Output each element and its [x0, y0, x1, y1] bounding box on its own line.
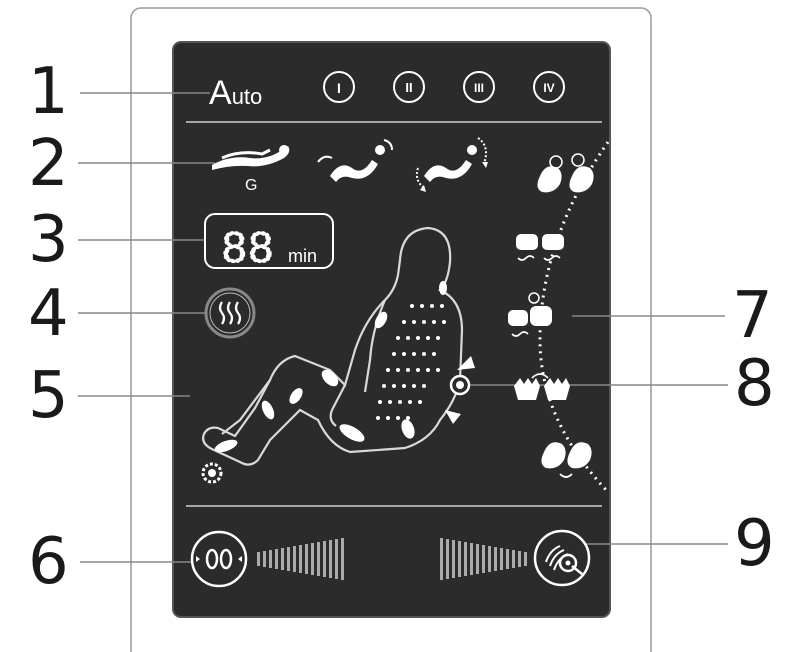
callout-9: 9 [734, 512, 775, 576]
svg-text:I: I [337, 80, 341, 96]
callout-6: 6 [28, 530, 69, 594]
svg-text:III: III [474, 81, 484, 95]
intensity-icon[interactable] [535, 531, 589, 585]
svg-text:min: min [288, 246, 317, 266]
callout-4: 4 [28, 282, 69, 346]
callout-5: 5 [28, 364, 69, 428]
svg-text:II: II [405, 80, 412, 95]
roller-speed-icon[interactable] [192, 532, 246, 586]
svg-text:88: 88 [222, 223, 275, 272]
svg-text:G: G [245, 177, 257, 194]
callout-7: 7 [732, 284, 773, 348]
callout-8: 8 [734, 352, 775, 416]
callout-2: 2 [28, 132, 69, 196]
svg-text:IV: IV [543, 81, 554, 95]
callout-1: 1 [28, 60, 69, 124]
display-panel [173, 42, 610, 617]
callout-3: 3 [28, 208, 69, 272]
